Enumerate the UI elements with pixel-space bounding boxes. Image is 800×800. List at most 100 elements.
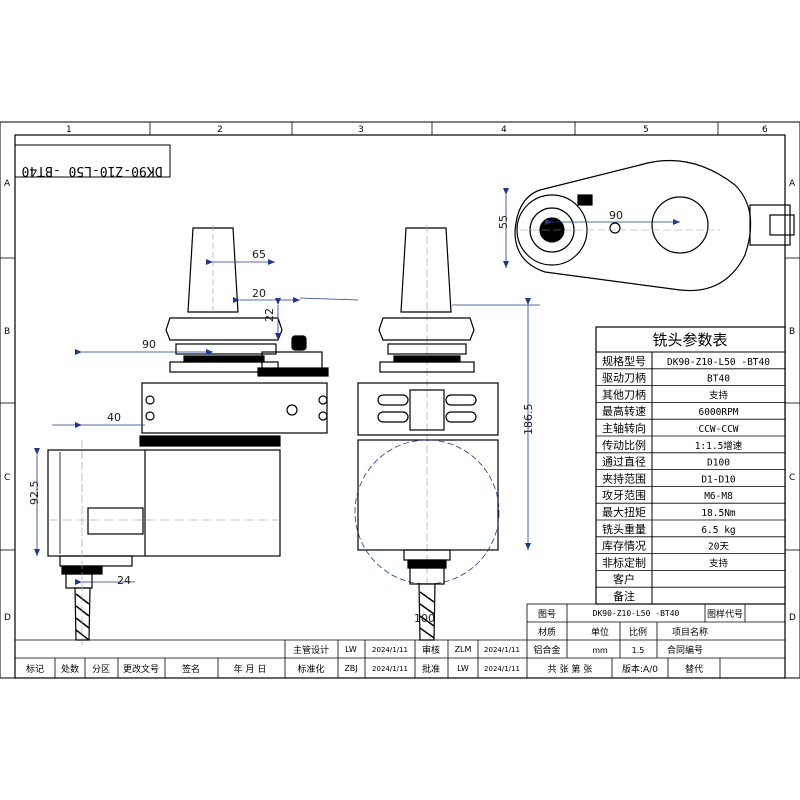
dim-186-5: 186.5 [522, 404, 535, 436]
param-label: 夹持范围 [602, 471, 646, 485]
zhuguan-date: 2024/1/11 [372, 646, 408, 654]
chushu-label: 处数 [61, 663, 79, 675]
param-label: 库存情况 [602, 539, 646, 553]
dim-40: 40 [107, 411, 121, 424]
material-value: 铝合金 [533, 644, 560, 656]
param-label: 备注 [613, 589, 635, 603]
param-label: 规格型号 [602, 354, 646, 368]
qianming-label: 签名 [182, 663, 200, 675]
row-label: A [4, 179, 11, 189]
dim-24: 24 [117, 574, 131, 587]
hetong-label: 合同编号 [667, 644, 703, 656]
row-label: A [789, 179, 796, 189]
dim-22: 22 [263, 308, 276, 322]
param-value: D100 [707, 458, 730, 469]
fenqu-label: 分区 [92, 664, 110, 675]
col-label: 2 [217, 125, 223, 135]
biaozhunhua-name: ZBJ [344, 664, 357, 673]
param-label: 其他刀柄 [602, 388, 646, 401]
param-value: M6-M8 [704, 491, 733, 502]
param-value: 支持 [709, 389, 729, 401]
dim-65: 65 [252, 248, 266, 261]
side-view-dimensions [34, 259, 359, 585]
top-view-dimensions [503, 188, 680, 268]
param-label: 主轴转向 [602, 421, 646, 435]
param-label: 传动比例 [602, 438, 646, 452]
pizhun-name: LW [457, 664, 469, 673]
col-label: 1 [66, 125, 72, 135]
unit-value: mm [592, 646, 608, 655]
tuhao-value: DK90-Z10-L50 -BT40 [593, 609, 680, 618]
tuhao-label: 图号 [538, 609, 556, 620]
param-label: 最大扭矩 [602, 505, 646, 519]
front-view-dim-labels: 186.5 100 [414, 404, 535, 626]
title-block [15, 603, 786, 679]
nianyueri-label: 年 月 日 [234, 663, 267, 675]
param-value: 1:1.5增速 [695, 440, 743, 452]
gong-label: 共 张 第 张 [548, 663, 593, 675]
param-value: 支持 [709, 557, 729, 569]
param-value: BT40 [707, 374, 730, 385]
col-label: 3 [358, 125, 364, 135]
row-label: B [4, 327, 10, 337]
zhuguan-name: LW [345, 645, 357, 654]
top-view-dim-labels: 55 90 [497, 209, 623, 229]
title-block-text: 图号 DK90-Z10-L50 -BT40 图样代号 材质 单位 比例 项目名称… [26, 608, 743, 675]
param-value: CCW-CCW [698, 424, 738, 435]
param-label: 驱动刀柄 [602, 372, 646, 385]
param-value: 20天 [708, 542, 729, 553]
param-value: 18.5Nm [701, 508, 736, 519]
genggai-label: 更改文号 [123, 663, 159, 675]
zhuguan-label: 主管设计 [293, 644, 329, 656]
param-label: 铣头重量 [602, 522, 646, 536]
front-view-dimensions [452, 298, 540, 550]
top-view [514, 159, 795, 292]
row-label: C [4, 473, 10, 483]
pizhun-label: 批准 [422, 663, 440, 675]
param-label: 攻牙范围 [602, 488, 646, 502]
xiangmu-label: 项目名称 [672, 626, 708, 638]
dim-90-top: 90 [609, 209, 623, 222]
biaozhunhua-date: 2024/1/11 [372, 665, 408, 673]
rotated-model-label: DK90-Z10-L50 -BT40 [22, 163, 163, 178]
biaozhunhua-label: 标准化 [297, 663, 324, 675]
param-label: 非标定制 [602, 555, 646, 569]
biaoji-label: 标记 [26, 663, 44, 675]
dim-100: 100 [414, 612, 435, 625]
col-label: 6 [762, 125, 768, 135]
side-view-dim-labels: 65 20 22 90 40 92.5 24 [28, 248, 276, 587]
param-label: 通过直径 [602, 455, 646, 469]
danwei-label: 单位 [591, 626, 609, 638]
row-label: D [4, 613, 11, 623]
tuyang-label: 图样代号 [707, 608, 743, 620]
param-value: 6000RPM [698, 407, 738, 418]
col-label: 4 [501, 125, 507, 135]
front-view [354, 225, 500, 655]
row-label: B [789, 327, 795, 337]
cailiao-label: 材质 [538, 626, 556, 638]
param-value: 6.5 kg [701, 525, 735, 536]
param-value: DK90-Z10-L50 -BT40 [667, 357, 770, 368]
param-label: 最高转速 [602, 404, 646, 418]
dim-20: 20 [252, 287, 266, 300]
shenhe-label: 审核 [422, 644, 440, 656]
row-label: C [789, 473, 795, 483]
dim-92-5: 92.5 [28, 481, 41, 506]
row-label: D [789, 613, 796, 623]
param-value: D1-D10 [701, 474, 736, 485]
dim-90: 90 [142, 338, 156, 351]
col-label: 5 [643, 125, 649, 135]
param-label: 客户 [613, 572, 635, 586]
banben-label: 版本:A/0 [622, 663, 658, 675]
grid-labels: 1 2 3 4 5 6 A B C D A B C D [4, 125, 796, 623]
params-table-title: 铣头参数表 [652, 331, 727, 349]
tidai-label: 替代 [685, 663, 703, 675]
rotated-title-box: DK90-Z10-L50 -BT40 [14, 144, 171, 178]
scale-value: 1.5 [632, 646, 645, 655]
shenhe-date: 2024/1/11 [484, 646, 520, 654]
dim-55: 55 [497, 215, 510, 229]
pizhun-date: 2024/1/11 [484, 665, 520, 673]
params-table: 铣头参数表 规格型号 DK90-Z10-L50 -BT40 驱动刀柄 BT40 其他刀柄… [595, 326, 786, 605]
shenhe-name: ZLM [455, 645, 472, 654]
